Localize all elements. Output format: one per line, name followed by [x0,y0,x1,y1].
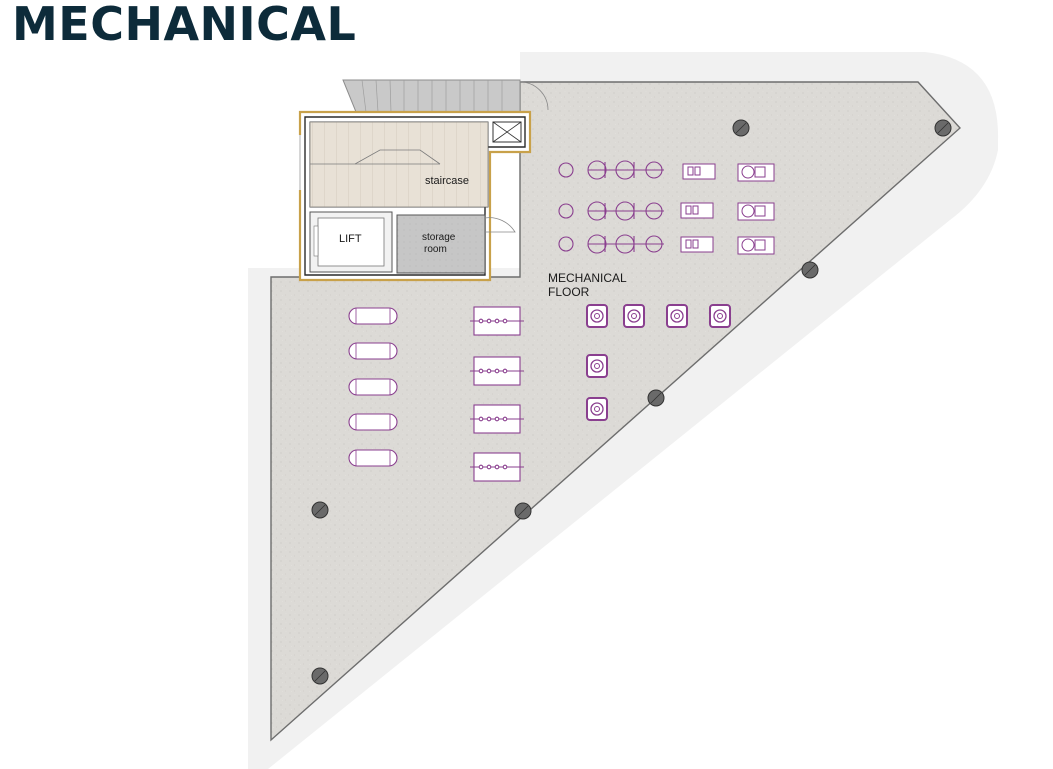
chiller-unit [470,452,524,482]
chiller-unit [470,404,524,434]
booster-unit [737,236,775,255]
booster-unit [737,202,775,221]
fan-units [586,304,731,421]
capsule-tank [348,307,398,325]
column [732,119,750,137]
booster-unit [737,163,775,182]
page-title: MECHANICAL [12,0,357,51]
vertical-core: staircase LIFT storage room [297,110,532,282]
chiller-unit [470,306,524,336]
capsule-tank [348,413,398,431]
upper-stair-flight [342,79,549,113]
mechanical-floor-slab [270,81,961,742]
fan-unit [586,304,608,328]
floor-label-line2: FLOOR [548,285,590,299]
column [514,502,532,520]
lift-label: LIFT [339,233,362,245]
structural-columns [311,119,952,685]
storage-label-line1: storage [422,232,456,243]
column [311,501,329,519]
capsule-tank [348,378,398,396]
pump-row [558,234,664,254]
fan-unit [666,304,688,328]
fan-unit [709,304,731,328]
capsule-tanks [348,307,398,467]
control-panel [682,163,716,180]
control-panels [680,163,716,253]
storage-room [396,214,486,274]
fan-unit [586,354,608,378]
staircase-label: staircase [425,175,469,187]
storage-label-line2: room [424,244,447,255]
column [934,119,952,137]
column [647,389,665,407]
fan-unit [623,304,645,328]
capsule-tank [348,342,398,360]
control-panel [680,236,714,253]
pump-row [558,201,664,221]
pump-rows [558,160,664,254]
floor-label-line1: MECHANICAL [548,271,627,285]
chiller-unit [470,356,524,386]
booster-units [737,163,775,255]
capsule-tank [348,449,398,467]
pump-row [558,160,664,180]
staircase-room [309,121,489,208]
chiller-units [470,306,524,482]
control-panel [680,202,714,219]
column [311,667,329,685]
column [801,261,819,279]
fan-unit [586,397,608,421]
